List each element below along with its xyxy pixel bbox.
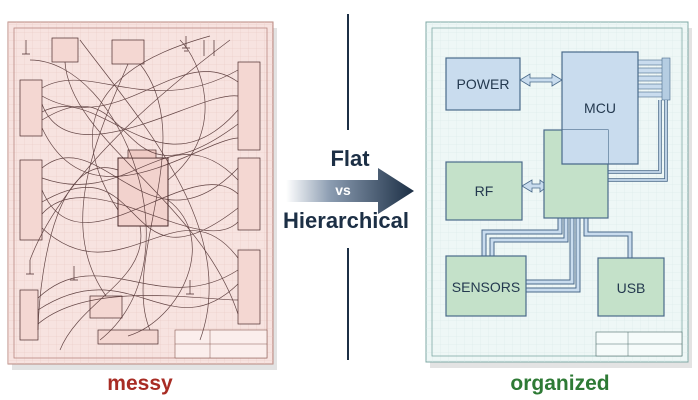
- usb-label: USB: [616, 280, 646, 296]
- mcu-label: MCU: [584, 100, 616, 116]
- rf-block: [445, 161, 523, 221]
- hierarchical-label: Hierarchical: [283, 208, 409, 233]
- organized-schematic: [425, 21, 692, 368]
- sensors-block: [445, 255, 527, 317]
- flat-label: Flat: [330, 146, 370, 171]
- messy-schematic: [7, 21, 277, 370]
- messy-caption: messy: [107, 372, 173, 395]
- power-label: POWER: [456, 76, 510, 92]
- usb-block: [597, 257, 665, 317]
- vs-label: vs: [335, 182, 351, 198]
- comparison-arrow: [286, 14, 414, 360]
- sensors-label: SENSORS: [451, 279, 521, 295]
- rf-label: RF: [474, 183, 494, 199]
- power-block: [445, 57, 521, 111]
- organized-caption: organized: [510, 372, 610, 395]
- mcu-overlap: [562, 130, 608, 164]
